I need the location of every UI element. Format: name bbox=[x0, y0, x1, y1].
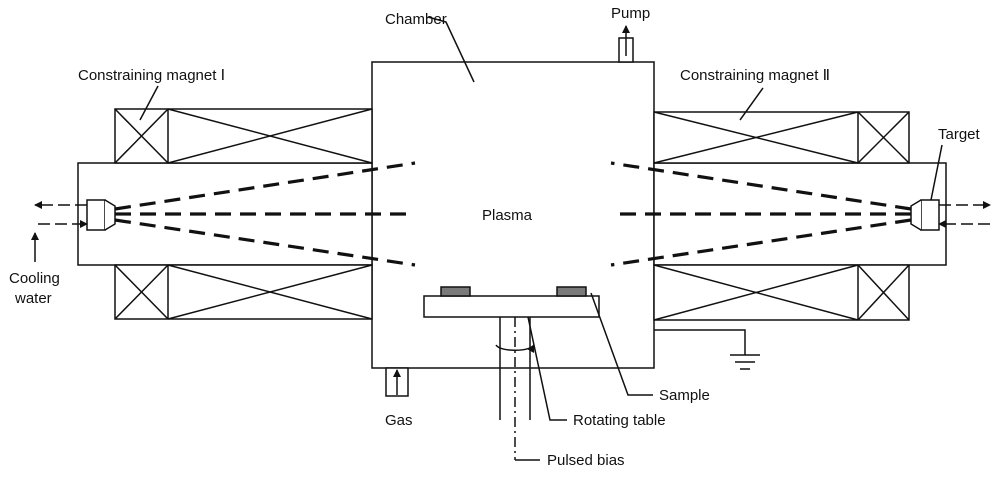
target-leader bbox=[930, 144, 943, 201]
rotating-table-label: Rotating table bbox=[573, 412, 666, 429]
right-magnet-bottom bbox=[653, 264, 910, 321]
sample-label: Sample bbox=[659, 387, 710, 404]
rotating-table-leader bbox=[527, 316, 567, 421]
rotation-arrow-icon bbox=[495, 344, 535, 354]
magnet-left-leader bbox=[139, 85, 159, 121]
right-magnet-top bbox=[653, 111, 910, 164]
gas-label: Gas bbox=[385, 412, 413, 429]
sample-right bbox=[556, 286, 587, 297]
chamber-leader bbox=[427, 16, 475, 83]
cooling-label-line2: water bbox=[14, 290, 52, 307]
left-magnet-top bbox=[114, 108, 373, 164]
left-target bbox=[86, 199, 116, 231]
plasma-beams-right bbox=[610, 161, 912, 267]
chamber-label: Chamber bbox=[385, 11, 447, 28]
plasma-beams-left bbox=[114, 161, 416, 267]
magnet-left-label: Constraining magnet Ⅰ bbox=[78, 67, 225, 84]
magnet-right-leader bbox=[739, 87, 764, 121]
target-label: Target bbox=[938, 126, 981, 143]
right-target bbox=[910, 199, 940, 231]
magnet-right-label: Constraining magnet Ⅱ bbox=[680, 67, 830, 84]
cooling-label-line1: Cooling bbox=[9, 270, 60, 287]
pump-label: Pump bbox=[611, 5, 650, 22]
pulsed-bias-label: Pulsed bias bbox=[547, 452, 625, 469]
ground-icon bbox=[654, 329, 760, 370]
sample-leader bbox=[590, 292, 653, 396]
plasma-label: Plasma bbox=[482, 207, 533, 224]
sample-left bbox=[440, 286, 471, 297]
left-magnet-bottom bbox=[114, 264, 373, 320]
rotating-table bbox=[423, 295, 600, 318]
